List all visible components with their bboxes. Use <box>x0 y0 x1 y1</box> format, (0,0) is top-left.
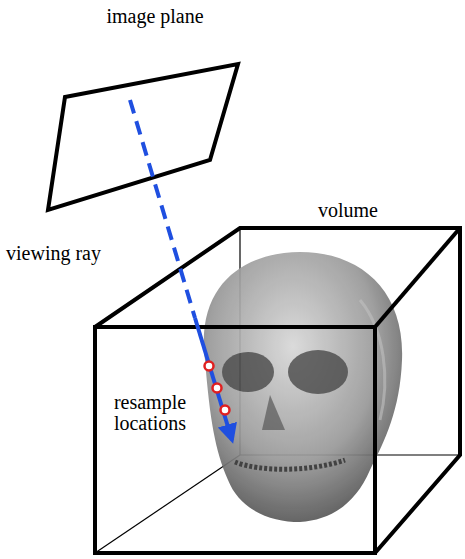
volume-front-face <box>95 327 375 553</box>
label: viewing ray <box>6 243 101 264</box>
volume-edge <box>375 228 460 327</box>
hidden-edge <box>95 455 240 553</box>
viewing-ray-dashed <box>130 100 195 318</box>
head-shape <box>204 252 402 522</box>
skull <box>204 252 402 522</box>
teeth <box>235 460 345 469</box>
eye-socket <box>222 352 274 392</box>
nasal-cavity <box>262 395 285 430</box>
viewing-ray <box>195 318 232 440</box>
label: volume <box>318 200 378 221</box>
eye-socket <box>288 350 348 394</box>
resample-point <box>205 362 214 371</box>
image-plane <box>48 64 238 210</box>
volume-back-edges <box>95 228 460 553</box>
label: image plane <box>106 6 203 27</box>
resample-point <box>213 384 222 393</box>
resample-point <box>221 406 230 415</box>
label: resample locations <box>100 392 200 434</box>
